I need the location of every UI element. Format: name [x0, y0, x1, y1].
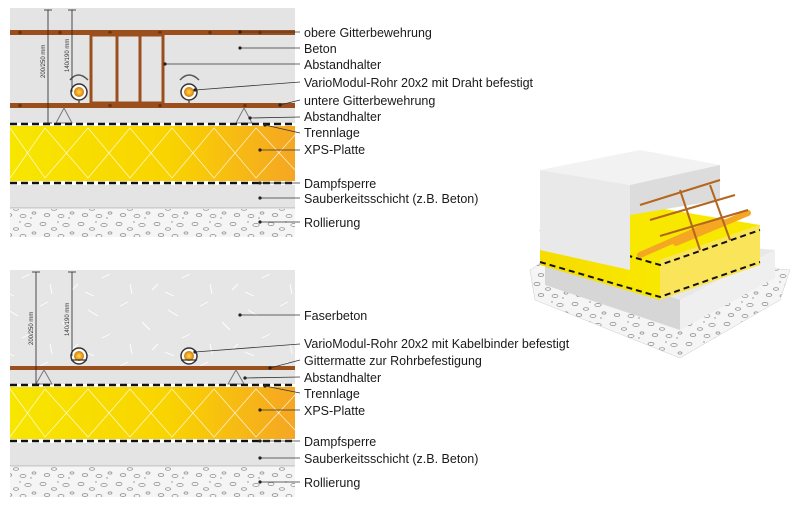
label-xps: XPS-Platte	[304, 143, 366, 157]
label-concrete: Beton	[304, 42, 337, 56]
xps-layer-bottom	[10, 387, 295, 439]
pipe-left	[69, 74, 89, 103]
label-pipe-cable-tie: VarioModul-Rohr 20x2 mit Kabelbinder bef…	[304, 337, 570, 351]
bottom-rebar	[10, 103, 295, 108]
svg-text:140/190 mm: 140/190 mm	[65, 39, 71, 72]
pipe-right-bottom	[180, 347, 198, 365]
bottom-section-drawing: 200/250 mm 140/190 mm	[9, 270, 301, 497]
label-xps-bottom: XPS-Platte	[304, 404, 366, 418]
label-spacer-2: Abstandhalter	[304, 110, 382, 124]
svg-text:200/250 mm: 200/250 mm	[41, 45, 47, 78]
label-mesh: Gittermatte zur Rohrbefestigung	[304, 354, 482, 368]
top-section-drawing: 200/250 mm 140/190 mm	[9, 8, 301, 237]
label-upper-rebar: obere Gitterbewehrung	[304, 26, 432, 40]
pipe-right	[179, 74, 200, 103]
isometric-view	[529, 150, 791, 359]
label-spacer-1: Abstandhalter	[304, 58, 382, 72]
label-blinding: Sauberkeitsschicht (z.B. Beton)	[304, 192, 479, 206]
label-separation-bottom: Trennlage	[304, 387, 360, 401]
label-blinding-bottom: Sauberkeitsschicht (z.B. Beton)	[304, 452, 479, 466]
label-gravel-bottom: Rollierung	[304, 476, 361, 490]
label-vapor-barrier: Dampfsperre	[304, 177, 377, 191]
top-rebar	[10, 30, 295, 35]
label-fiber-concrete: Faserbeton	[304, 309, 368, 323]
label-gravel: Rollierung	[304, 216, 361, 230]
xps-layer	[10, 126, 295, 181]
pipe-left-bottom	[70, 347, 88, 365]
svg-text:200/250 mm: 200/250 mm	[29, 312, 35, 345]
mesh-layer	[10, 366, 295, 370]
label-spacer-bottom: Abstandhalter	[304, 371, 382, 385]
label-pipe-wire: VarioModul-Rohr 20x2 mit Draht befestigt	[304, 76, 534, 90]
blinding-layer	[10, 185, 295, 208]
label-vapor-bottom: Dampfsperre	[304, 435, 377, 449]
gravel-layer	[10, 209, 295, 237]
label-lower-rebar: untere Gitterbewehrung	[304, 94, 436, 108]
svg-text:140/190 mm: 140/190 mm	[65, 303, 71, 336]
label-separation-layer: Trennlage	[304, 126, 360, 140]
fiber-concrete-layer	[10, 270, 295, 366]
